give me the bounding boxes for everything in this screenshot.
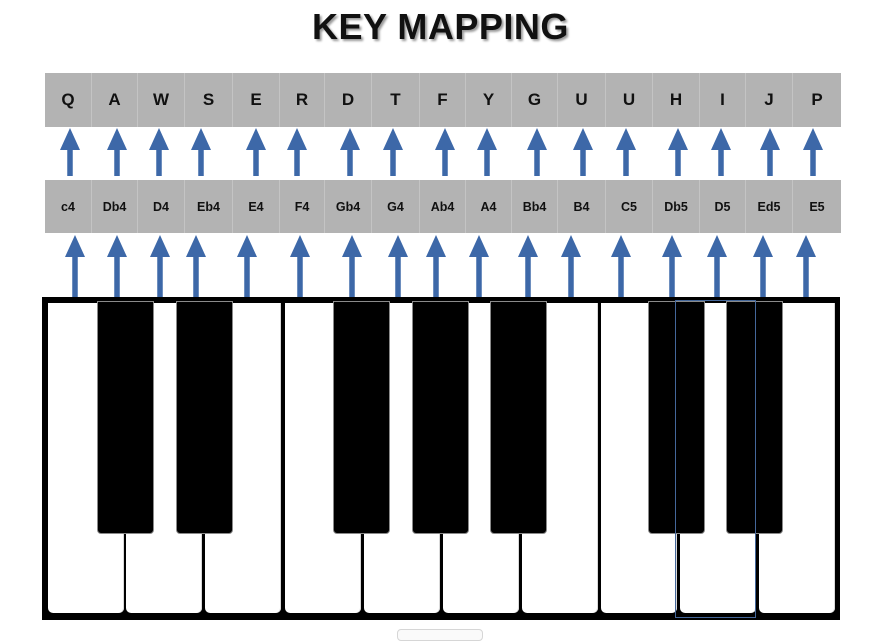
black-key-3[interactable] xyxy=(412,301,469,534)
computer-key-11: U xyxy=(558,73,606,127)
up-arrow-icon-upper-7 xyxy=(383,128,403,176)
up-arrow-icon-lower-9 xyxy=(469,235,489,312)
up-arrow-icon-upper-15 xyxy=(760,128,780,176)
note-label-6: Gb4 xyxy=(325,180,372,233)
up-arrow-icon-lower-2 xyxy=(150,235,170,312)
up-arrow-icon-lower-0 xyxy=(65,235,85,312)
up-arrow-icon-lower-3 xyxy=(186,235,206,312)
computer-key-0: Q xyxy=(45,73,92,127)
note-label-12: C5 xyxy=(606,180,653,233)
up-arrow-icon-upper-16 xyxy=(803,128,823,176)
computer-key-8: F xyxy=(420,73,466,127)
up-arrow-icon-upper-6 xyxy=(340,128,360,176)
up-arrow-icon-lower-8 xyxy=(426,235,446,312)
computer-key-3: S xyxy=(185,73,233,127)
computer-key-5: R xyxy=(280,73,325,127)
note-label-3: Eb4 xyxy=(185,180,233,233)
up-arrow-icon-lower-7 xyxy=(388,235,408,312)
note-label-5: F4 xyxy=(280,180,325,233)
page-title: KEY MAPPING xyxy=(312,6,569,47)
up-arrow-icon-lower-12 xyxy=(611,235,631,312)
up-arrow-icon-lower-15 xyxy=(753,235,773,312)
up-arrow-icon-upper-11 xyxy=(573,128,593,176)
up-arrow-icon-lower-4 xyxy=(237,235,257,312)
computer-key-1: A xyxy=(92,73,138,127)
computer-key-9: Y xyxy=(466,73,512,127)
computer-key-6: D xyxy=(325,73,372,127)
black-key-1[interactable] xyxy=(176,301,233,534)
computer-key-13: H xyxy=(653,73,700,127)
computer-key-16: P xyxy=(811,90,823,109)
up-arrow-icon-upper-14 xyxy=(711,128,731,176)
black-key-5[interactable] xyxy=(648,301,705,534)
note-label-15: Ed5 xyxy=(746,180,793,233)
up-arrow-icon-lower-13 xyxy=(662,235,682,312)
up-arrow-icon-lower-10 xyxy=(518,235,538,312)
up-arrow-icon-upper-12 xyxy=(616,128,636,176)
note-label-8: Ab4 xyxy=(420,180,466,233)
up-arrow-icon-upper-3 xyxy=(191,128,211,176)
up-arrow-icon-upper-8 xyxy=(435,128,455,176)
up-arrow-icon-upper-1 xyxy=(107,128,127,176)
up-arrow-icon-lower-16 xyxy=(796,235,816,312)
black-key-0[interactable] xyxy=(97,301,154,534)
computer-key-10: G xyxy=(512,73,558,127)
bottom-handle[interactable] xyxy=(397,629,483,641)
note-label-9: A4 xyxy=(466,180,512,233)
computer-key-12: U xyxy=(606,73,653,127)
up-arrow-icon-upper-5 xyxy=(287,128,307,176)
note-label-1: Db4 xyxy=(92,180,138,233)
black-key-2[interactable] xyxy=(333,301,390,534)
note-label-7: G4 xyxy=(372,180,420,233)
up-arrow-icon-upper-13 xyxy=(668,128,688,176)
up-arrow-icon-lower-1 xyxy=(107,235,127,312)
up-arrow-icon-lower-5 xyxy=(290,235,310,312)
up-arrow-icon-lower-11 xyxy=(561,235,581,312)
computer-key-4: E xyxy=(233,73,280,127)
note-label-10: Bb4 xyxy=(512,180,558,233)
note-label-14: D5 xyxy=(700,180,746,233)
computer-key-14: I xyxy=(700,73,746,127)
up-arrow-icon-lower-6 xyxy=(342,235,362,312)
note-label-11: B4 xyxy=(558,180,606,233)
up-arrow-icon-upper-9 xyxy=(477,128,497,176)
note-label-13: Db5 xyxy=(653,180,700,233)
note-label-0: c4 xyxy=(45,180,92,233)
note-label-2: D4 xyxy=(138,180,185,233)
computer-key-7: T xyxy=(372,73,420,127)
up-arrow-icon-upper-0 xyxy=(60,128,80,176)
up-arrow-icon-upper-2 xyxy=(149,128,169,176)
note-label-4: E4 xyxy=(233,180,280,233)
black-key-6[interactable] xyxy=(726,301,783,534)
computer-key-15: J xyxy=(746,73,793,127)
up-arrow-icon-upper-10 xyxy=(527,128,547,176)
black-key-4[interactable] xyxy=(490,301,547,534)
note-label-16: E5 xyxy=(809,199,825,214)
up-arrow-icon-upper-4 xyxy=(246,128,266,176)
computer-key-2: W xyxy=(138,73,185,127)
piano-keyboard xyxy=(42,297,840,620)
up-arrow-icon-lower-14 xyxy=(707,235,727,312)
